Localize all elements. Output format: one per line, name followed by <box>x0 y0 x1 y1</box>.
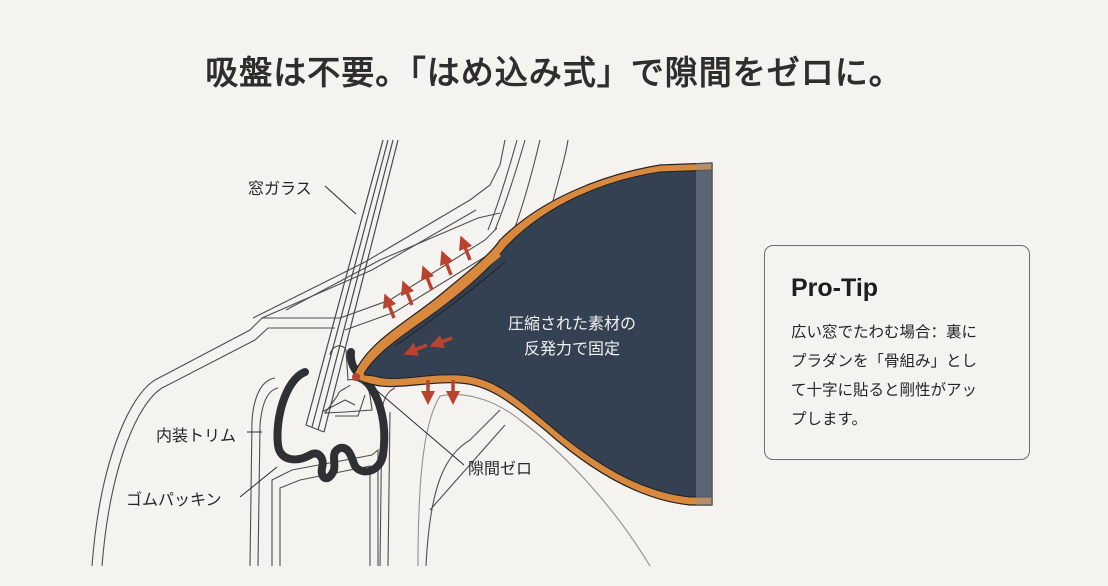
pro-tip-body: 広い窓でたわむ場合：裏に プラダンを「骨組み」とし て十字に貼ると剛性がアッ プ… <box>791 318 1021 434</box>
pro-tip-heading: Pro-Tip <box>791 274 879 302</box>
label-rubber-gasket: ゴムパッキン <box>126 490 222 509</box>
label-zero-gap: 隙間ゼロ <box>468 459 533 478</box>
door-frame-lines <box>91 139 651 567</box>
page-title: 吸盤は不要。「はめ込み式」で隙間をゼロに。 <box>205 53 903 92</box>
pro-tip-line: て十字に貼ると剛性がアッ <box>791 381 978 399</box>
label-window-glass: 窓ガラス <box>248 179 312 198</box>
compressed-material-line-1: 圧縮された素材の <box>507 314 636 333</box>
leader-lines <box>239 185 465 498</box>
rubber-gasket <box>273 348 389 483</box>
window-glass <box>305 139 399 433</box>
label-interior-trim: 内装トリム <box>156 426 237 445</box>
pro-tip-line: プラダンを「骨組み」とし <box>791 352 978 370</box>
pressure-arrows <box>383 235 473 405</box>
pro-tip-line: プします。 <box>791 410 867 428</box>
compressed-material-line-2: 反発力で固定 <box>523 339 620 358</box>
compressed-panel <box>353 162 713 506</box>
zero-gap-contact-point <box>352 373 360 381</box>
pro-tip-line: 広い窓でたわむ場合：裏に <box>791 323 978 341</box>
compressed-material-label: 圧縮された素材の 反発力で固定 <box>492 311 652 361</box>
pro-tip-box: Pro-Tip 広い窓でたわむ場合：裏に プラダンを「骨組み」とし て十字に貼る… <box>764 245 1030 460</box>
